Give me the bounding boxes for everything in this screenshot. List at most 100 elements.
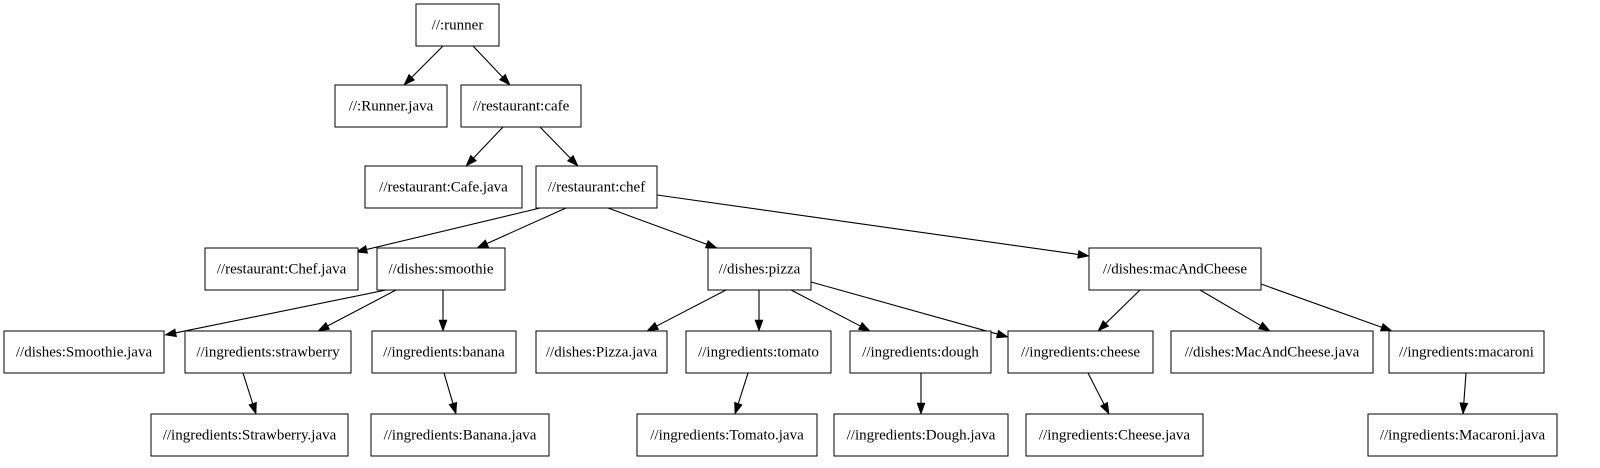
arrowhead-icon — [1077, 250, 1090, 259]
node-box[interactable] — [204, 247, 359, 291]
graph-node-restaurant_cafe[interactable]: //restaurant:cafe — [460, 84, 582, 128]
arrowhead-icon — [1379, 323, 1393, 332]
node-label: //dishes:pizza — [719, 261, 801, 277]
arrowhead-icon — [499, 73, 511, 86]
arrowhead-icon — [1459, 402, 1469, 415]
arrowhead-icon — [646, 321, 660, 332]
graph-node-ing_macaroni[interactable]: //ingredients:macaroni — [1388, 330, 1545, 374]
edge-line — [175, 289, 387, 334]
edge-line — [473, 126, 504, 159]
edge-dishes_pizza-to-ing_cheese — [810, 281, 1009, 339]
node-box[interactable] — [376, 247, 506, 291]
node-box[interactable] — [460, 84, 582, 128]
node-box[interactable] — [1170, 330, 1374, 374]
node-box[interactable] — [833, 413, 1009, 457]
edge-line — [810, 281, 998, 335]
graph-node-ing_strawberry_java[interactable]: //ingredients:Strawberry.java — [150, 413, 349, 457]
arrowhead-icon — [438, 319, 448, 332]
graph-node-ing_strawberry[interactable]: //ingredients:strawberry — [184, 330, 352, 374]
node-box[interactable] — [371, 330, 517, 374]
edge-restaurant_chef-to-dishes_smoothie — [476, 207, 567, 249]
node-box[interactable] — [334, 84, 448, 128]
edge-dishes_pizza-to-dishes_pizza_java — [646, 289, 727, 332]
arrowhead-icon — [857, 321, 871, 332]
graph-node-ing_tomato[interactable]: //ingredients:tomato — [685, 330, 832, 374]
node-box[interactable] — [535, 165, 658, 209]
node-box[interactable] — [150, 413, 349, 457]
graph-node-runner_java[interactable]: //:Runner.java — [334, 84, 448, 128]
node-box[interactable] — [685, 330, 832, 374]
graph-node-ing_banana[interactable]: //ingredients:banana — [371, 330, 517, 374]
arrowhead-icon — [317, 321, 331, 332]
graph-node-runner[interactable]: //:runner — [415, 3, 500, 47]
edge-line — [1463, 372, 1467, 404]
node-box[interactable] — [1025, 413, 1204, 457]
edge-dishes_pizza-to-ing_tomato — [754, 290, 764, 332]
node-box[interactable] — [1007, 330, 1154, 374]
graph-node-restaurant_chef_java[interactable]: //restaurant:Chef.java — [204, 247, 359, 291]
graph-node-ing_dough[interactable]: //ingredients:dough — [849, 330, 992, 374]
graph-node-ing_cheese_java[interactable]: //ingredients:Cheese.java — [1025, 413, 1204, 457]
edge-line — [539, 126, 571, 159]
graph-node-ing_dough_java[interactable]: //ingredients:Dough.java — [833, 413, 1009, 457]
edge-runner-to-runner_java — [403, 45, 444, 86]
node-box[interactable] — [415, 3, 500, 47]
edge-line — [1199, 289, 1261, 326]
edge-line — [1105, 289, 1141, 324]
edge-dishes_smoothie-to-ing_banana — [438, 290, 448, 332]
graph-node-dishes_pizza_java[interactable]: //dishes:Pizza.java — [535, 330, 668, 374]
edge-line — [790, 289, 861, 327]
graph-node-ing_cheese[interactable]: //ingredients:cheese — [1007, 330, 1154, 374]
arrowhead-icon — [476, 239, 490, 249]
graph-node-restaurant_chef[interactable]: //restaurant:chef — [535, 165, 658, 209]
node-label: //:runner — [432, 17, 484, 33]
node-label: //ingredients:macaroni — [1399, 344, 1534, 360]
node-box[interactable] — [184, 330, 352, 374]
edge-ing_dough-to-ing_dough_java — [916, 373, 926, 415]
node-label: //ingredients:Cheese.java — [1039, 427, 1191, 443]
graph-node-dishes_smoothie_java[interactable]: //dishes:Smoothie.java — [3, 330, 165, 374]
node-box[interactable] — [707, 247, 812, 291]
node-box[interactable] — [1088, 247, 1262, 291]
node-box[interactable] — [1367, 413, 1558, 457]
graph-node-ing_banana_java[interactable]: //ingredients:Banana.java — [370, 413, 550, 457]
node-label: //dishes:MacAndCheese.java — [1185, 344, 1360, 360]
edge-line — [1087, 372, 1105, 405]
node-box[interactable] — [364, 165, 523, 209]
node-label: //:Runner.java — [349, 98, 434, 114]
edge-line — [472, 45, 503, 78]
edge-dishes_macandcheese-to-dishes_macandcheese_java — [1199, 289, 1271, 332]
node-box[interactable] — [849, 330, 992, 374]
arrowhead-icon — [1258, 321, 1271, 332]
arrowhead-icon — [164, 328, 177, 338]
node-box[interactable] — [1388, 330, 1545, 374]
node-box[interactable] — [636, 413, 818, 457]
edge-restaurant_chef-to-dishes_pizza — [607, 207, 718, 249]
graph-node-dishes_macandcheese_java[interactable]: //dishes:MacAndCheese.java — [1170, 330, 1374, 374]
node-box[interactable] — [535, 330, 668, 374]
edge-line — [443, 372, 454, 404]
edge-runner-to-restaurant_cafe — [472, 45, 511, 86]
graph-node-ing_tomato_java[interactable]: //ingredients:Tomato.java — [636, 413, 818, 457]
node-label: //ingredients:Strawberry.java — [163, 427, 337, 443]
graph-node-dishes_pizza[interactable]: //dishes:pizza — [707, 247, 812, 291]
node-box[interactable] — [370, 413, 550, 457]
edge-line — [327, 289, 397, 327]
node-label: //restaurant:cafe — [473, 98, 570, 114]
node-label: //ingredients:Dough.java — [847, 427, 996, 443]
graph-node-dishes_macandcheese[interactable]: //dishes:macAndCheese — [1088, 247, 1262, 291]
edge-dishes_macandcheese-to-ing_cheese — [1097, 289, 1141, 332]
graph-node-restaurant_cafe_java[interactable]: //restaurant:Cafe.java — [364, 165, 523, 209]
edge-line — [366, 207, 541, 250]
graph-node-dishes_smoothie[interactable]: //dishes:smoothie — [376, 247, 506, 291]
nodes-layer: //:runner //:Runner.java //restaurant:cafe… — [3, 3, 1558, 457]
edge-restaurant_chef-to-dishes_macandcheese — [656, 194, 1090, 259]
edge-ing_macaroni-to-ing_macaroni_java — [1459, 372, 1469, 415]
graph-node-ing_macaroni_java[interactable]: //ingredients:Macaroni.java — [1367, 413, 1558, 457]
arrowhead-icon — [403, 73, 416, 86]
edge-line — [242, 372, 254, 404]
arrowhead-icon — [995, 329, 1009, 339]
node-box[interactable] — [3, 330, 165, 374]
edge-line — [656, 289, 727, 327]
